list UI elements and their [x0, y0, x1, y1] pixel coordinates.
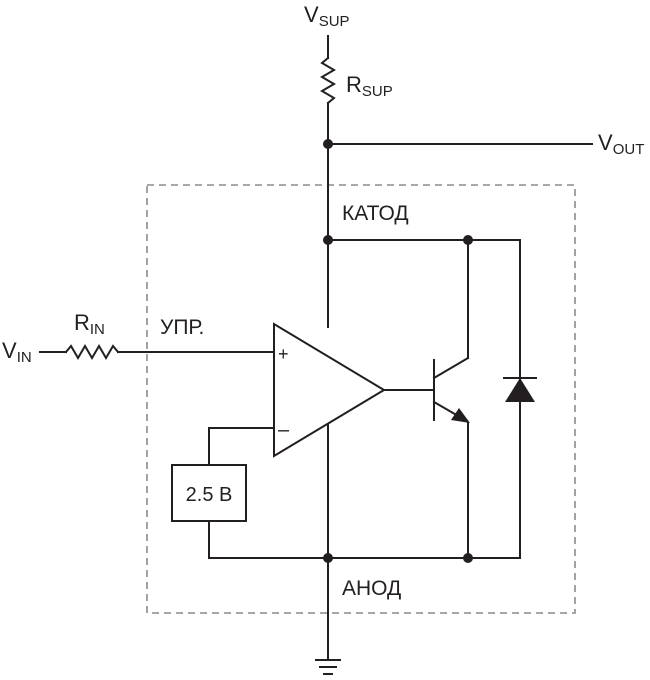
minus-sign: –	[278, 419, 290, 441]
npn-transistor	[432, 239, 470, 559]
rsup-resistor	[320, 56, 336, 105]
vin-label: VIN	[2, 338, 32, 366]
junction-emitter	[463, 553, 473, 563]
reference-label: 2.5 В	[186, 484, 233, 506]
junction-collector	[463, 235, 473, 245]
input-branch	[39, 344, 275, 360]
rin-label: RIN	[74, 310, 105, 338]
diode	[503, 377, 537, 402]
control-label: УПР.	[160, 316, 204, 339]
opamp-triangle	[273, 322, 386, 458]
junction-vout	[323, 139, 333, 149]
cathode-label: КАТОД	[342, 202, 409, 225]
ground-symbol	[315, 659, 341, 675]
cathode-rail	[327, 239, 521, 559]
plus-sign: +	[278, 344, 289, 364]
rsup-label: RSUP	[346, 72, 393, 100]
supply-branch	[320, 35, 593, 241]
vsup-label: VSUP	[304, 2, 350, 30]
anode-label: АНОД	[342, 577, 401, 600]
vout-label: VOUT	[598, 130, 644, 158]
rin-resistor	[64, 344, 120, 360]
reference-branch	[171, 427, 275, 559]
ic-boundary	[146, 184, 576, 614]
emitter-arrow	[451, 408, 470, 423]
junction-cathode	[323, 235, 333, 245]
junction-anode	[323, 553, 333, 563]
